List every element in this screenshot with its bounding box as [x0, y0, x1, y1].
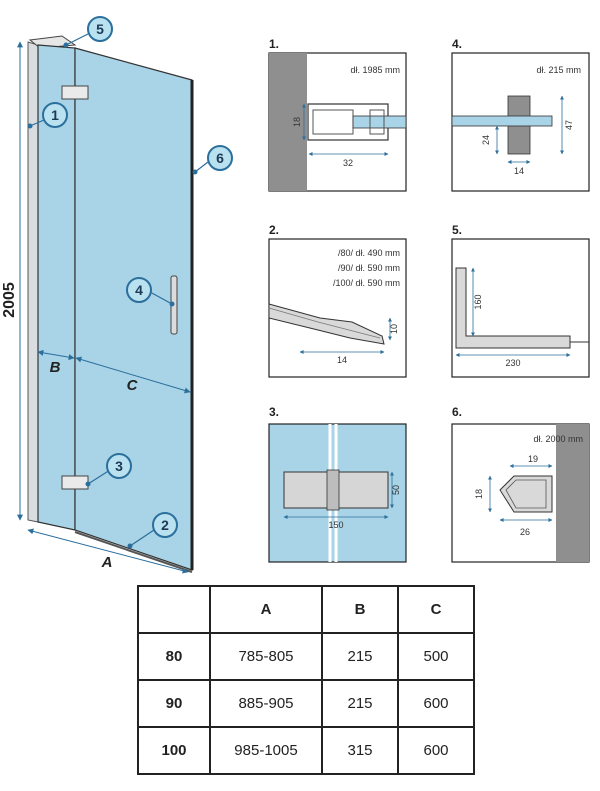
- svg-text:160: 160: [473, 294, 483, 309]
- cell-c: 600: [397, 679, 475, 728]
- svg-text:32: 32: [343, 158, 353, 168]
- svg-text:14: 14: [514, 166, 524, 176]
- svg-text:26: 26: [520, 527, 530, 537]
- cell-c: 600: [397, 726, 475, 775]
- callout-3: 3: [85, 453, 132, 487]
- row-size: 100: [137, 726, 211, 775]
- hinge-bottom: [61, 475, 89, 490]
- cell-b: 215: [321, 679, 399, 728]
- height-label: 2005: [1, 282, 18, 318]
- table-row: 80 785-805 215 500: [137, 632, 475, 681]
- svg-text:3: 3: [115, 458, 123, 474]
- svg-text:18: 18: [292, 117, 302, 127]
- detail-3: 3. 50 150: [268, 405, 407, 563]
- svg-text:2: 2: [161, 517, 169, 533]
- shower-door-drawing: 2005 A B C 5 1 6: [1, 16, 233, 574]
- cell-c: 500: [397, 632, 475, 681]
- table-row: 100 985-1005 315 600: [137, 726, 475, 775]
- detail-6: 6. dł. 2000 mm 19 18 26: [451, 405, 590, 563]
- detail-1: 1. dł. 1985 mm 18 32: [268, 37, 407, 192]
- svg-text:4: 4: [135, 282, 143, 298]
- callout-5: 5: [63, 16, 113, 48]
- cell-b: 315: [321, 726, 399, 775]
- dimensions-table: A B C 80 785-805 215 500 90 885-905 215 …: [137, 585, 475, 775]
- svg-text:dł. 1985 mm: dł. 1985 mm: [350, 65, 400, 75]
- svg-text:6.: 6.: [452, 405, 462, 419]
- svg-text:47: 47: [564, 120, 574, 130]
- wall-profile: [27, 41, 39, 523]
- callout-2: 2: [127, 512, 178, 549]
- svg-text:19: 19: [528, 454, 538, 464]
- row-size: 80: [137, 632, 211, 681]
- cell-a: 885-905: [209, 679, 323, 728]
- svg-text:50: 50: [391, 485, 401, 495]
- svg-text:4.: 4.: [452, 37, 462, 51]
- dim-c-label: C: [127, 377, 139, 394]
- svg-text:230: 230: [505, 358, 520, 368]
- svg-text:14: 14: [337, 355, 347, 365]
- svg-text:3.: 3.: [269, 405, 279, 419]
- detail-2: 2. /80/ dł. 490 mm /90/ dł. 590 mm /100/…: [268, 223, 407, 378]
- cell-a: 985-1005: [209, 726, 323, 775]
- svg-text:24: 24: [481, 135, 491, 145]
- cell-a: 785-805: [209, 632, 323, 681]
- width-a-label: A: [101, 554, 113, 571]
- svg-text:2.: 2.: [269, 223, 279, 237]
- callout-1: 1: [27, 102, 68, 129]
- column-header-a: A: [209, 585, 323, 634]
- svg-text:dł. 215 mm: dł. 215 mm: [536, 65, 581, 75]
- callout-4: 4: [126, 277, 175, 307]
- svg-text:18: 18: [474, 489, 484, 499]
- svg-text:1: 1: [51, 107, 59, 123]
- svg-text:150: 150: [328, 520, 343, 530]
- table-header-row: A B C: [137, 585, 475, 634]
- svg-text:10: 10: [389, 324, 399, 334]
- row-size: 90: [137, 679, 211, 728]
- svg-text:/100/ dł. 590 mm: /100/ dł. 590 mm: [333, 278, 400, 288]
- detail-5: 5. 160 230: [451, 223, 590, 378]
- svg-text:5.: 5.: [452, 223, 462, 237]
- svg-text:/90/ dł. 590 mm: /90/ dł. 590 mm: [338, 263, 400, 273]
- svg-text:dł. 2000 mm: dł. 2000 mm: [533, 434, 583, 444]
- dim-b-label: B: [50, 359, 61, 376]
- svg-text:/80/ dł. 490 mm: /80/ dł. 490 mm: [338, 248, 400, 258]
- cell-b: 215: [321, 632, 399, 681]
- callout-6: 6: [192, 145, 233, 175]
- hinge-top: [61, 85, 89, 100]
- svg-text:1.: 1.: [269, 37, 279, 51]
- column-header-c: C: [397, 585, 475, 634]
- svg-text:5: 5: [96, 21, 104, 37]
- table-corner-cell: [137, 585, 211, 634]
- column-header-b: B: [321, 585, 399, 634]
- detail-4: 4. dł. 215 mm 24 47 14: [451, 37, 590, 192]
- table-row: 90 885-905 215 600: [137, 679, 475, 728]
- svg-text:6: 6: [216, 150, 224, 166]
